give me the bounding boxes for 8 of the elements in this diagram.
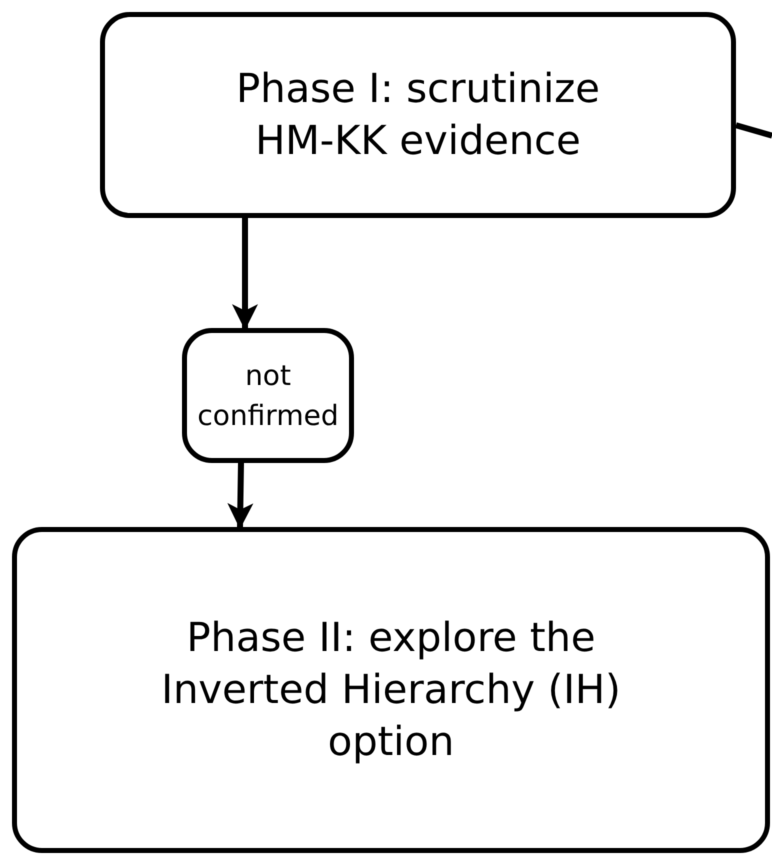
phase-box <box>12 527 770 853</box>
outcome-box <box>182 328 354 463</box>
node-text: Phase II: explore the Inverted Hierarchy (IH) option <box>161 614 621 767</box>
arrow <box>232 218 258 330</box>
node-text: not confirmed <box>196 358 340 434</box>
arrow <box>227 462 254 530</box>
phase-box <box>100 12 736 218</box>
node-text: Phase I: scrutinize HM-KK evidence <box>235 65 601 166</box>
